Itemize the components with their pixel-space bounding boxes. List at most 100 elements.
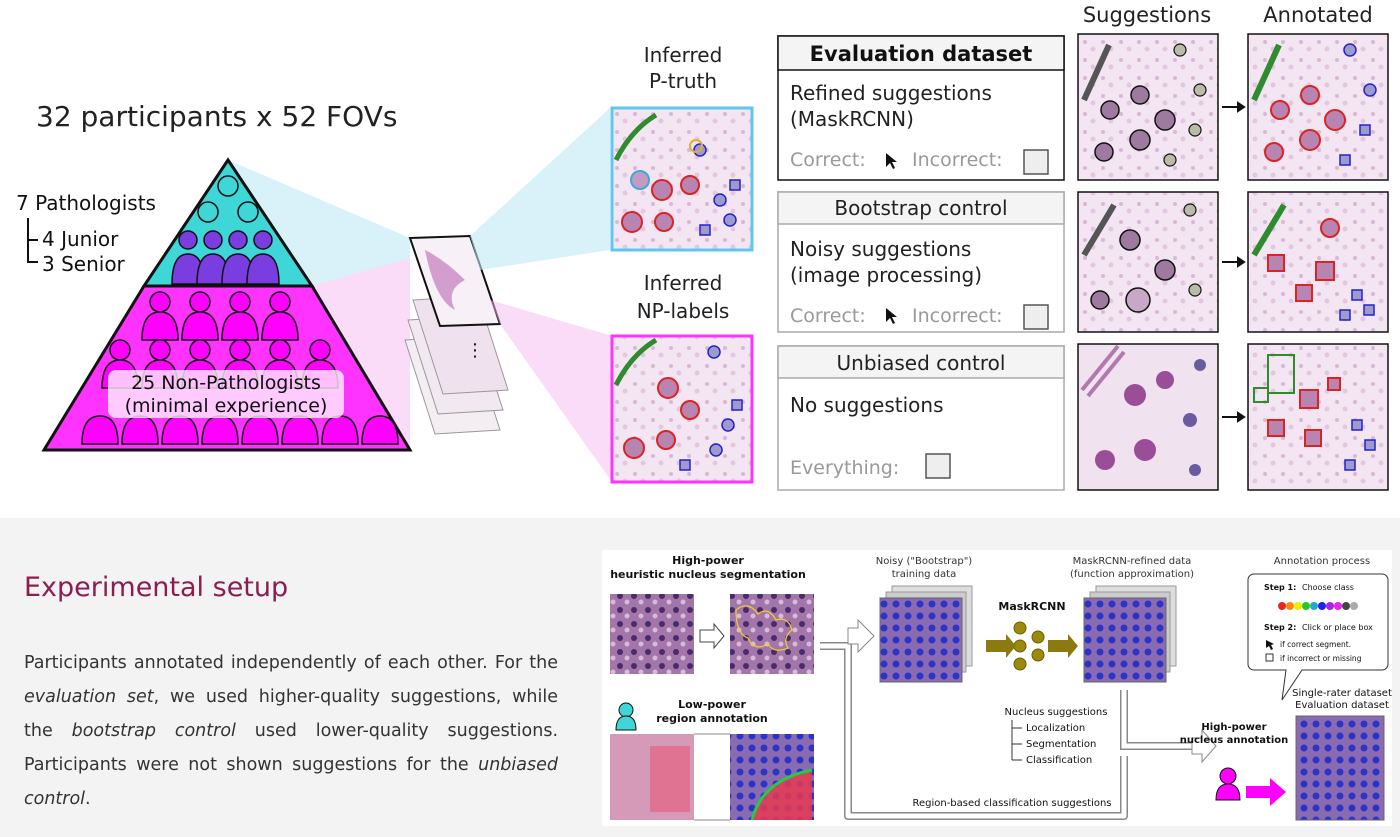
hpna-line2: nucleus annotation bbox=[1180, 735, 1289, 746]
body-text: used lower-quality suggestions. Particip… bbox=[24, 721, 559, 775]
lp-title-line2: region annotation bbox=[656, 712, 768, 725]
refined-title-line1: MaskRCNN-refined data bbox=[1073, 556, 1192, 567]
unbiased-control-em: unbiased control bbox=[24, 755, 558, 809]
unbiased-line1: No suggestions bbox=[790, 393, 944, 417]
junior-label: 4 Junior bbox=[42, 227, 119, 251]
arrow-icon bbox=[1191, 728, 1217, 764]
ns-segmentation: Segmentation bbox=[1026, 739, 1096, 750]
evaluation-incorrect-label: Incorrect: bbox=[912, 149, 1003, 171]
bootstrap-correct-label: Correct: bbox=[790, 305, 866, 327]
workflow-figure: High-power heuristic nucleus segmentatio… bbox=[602, 550, 1392, 826]
hp-image-raw bbox=[610, 594, 694, 674]
row-arrows bbox=[1222, 101, 1246, 423]
bootstrap-control-box: Bootstrap control Noisy suggestions (ima… bbox=[777, 191, 1065, 333]
cursor-icon bbox=[886, 308, 897, 324]
evaluation-line2: (MaskRCNN) bbox=[790, 107, 914, 131]
ns-classification: Classification bbox=[1026, 755, 1092, 766]
arrow-icon bbox=[847, 618, 875, 654]
person-icon bbox=[618, 702, 634, 718]
ptruth-projection bbox=[470, 108, 610, 270]
suggestions-column-header: Suggestions bbox=[1083, 3, 1211, 27]
class-color-swatches bbox=[1278, 602, 1358, 610]
top-figure: 32 participants x 52 FOVs 25 Non-Patholo… bbox=[16, 3, 1389, 491]
unbiased-control-box: Unbiased control No suggestions Everythi… bbox=[777, 345, 1065, 491]
bootstrap-incorrect-label: Incorrect: bbox=[912, 305, 1003, 327]
body-text: . bbox=[85, 789, 91, 809]
evaluation-dataset-box: Evaluation dataset Refined suggestions (… bbox=[777, 35, 1065, 181]
ptruth-panel bbox=[610, 106, 754, 252]
step1-bold: Step 1: bbox=[1264, 583, 1296, 592]
if-correct-text: if correct segment. bbox=[1280, 640, 1351, 649]
junior-pathologist-icons bbox=[197, 175, 259, 223]
box-icon bbox=[925, 453, 951, 479]
annotation-callout bbox=[1247, 573, 1389, 701]
box-icon bbox=[1265, 653, 1274, 662]
workflow-svg: High-power heuristic nucleus segmentatio… bbox=[610, 554, 1392, 821]
noisy-title-line1: Noisy ("Bootstrap") bbox=[876, 556, 973, 567]
hp-title-line2: heuristic nucleus segmentation bbox=[610, 568, 806, 581]
bootstrap-control-em: bootstrap control bbox=[71, 721, 236, 741]
suggestion-panels bbox=[1077, 33, 1219, 491]
arrow-icon bbox=[986, 634, 1016, 658]
arrow-icon bbox=[699, 622, 725, 650]
annotation-process-title: Annotation process bbox=[1274, 556, 1370, 567]
maskrcnn-label: MaskRCNN bbox=[998, 600, 1065, 613]
participants-headline: 32 participants x 52 FOVs bbox=[36, 100, 397, 133]
suggestion-tree-lines bbox=[1011, 720, 1022, 761]
person-icon-body bbox=[615, 715, 637, 731]
cyan-projection bbox=[228, 160, 410, 286]
nplabels-label-line1: Inferred bbox=[644, 271, 723, 295]
box-icon bbox=[1023, 304, 1049, 330]
cursor-icon bbox=[886, 153, 897, 169]
bootstrap-control-title: Bootstrap control bbox=[834, 196, 1007, 220]
hpna-line1: High-power bbox=[1201, 722, 1266, 733]
step1-text: Choose class bbox=[1302, 583, 1354, 592]
unbiased-everything-label: Everything: bbox=[790, 457, 899, 479]
annotator-person-icon bbox=[1219, 767, 1237, 785]
annotated-panels bbox=[1247, 33, 1389, 491]
senior-label: 3 Senior bbox=[42, 252, 126, 276]
output-title-line2: Evaluation dataset bbox=[1295, 700, 1389, 711]
bootstrap-line1: Noisy suggestions bbox=[790, 237, 971, 261]
nonpathologist-label-line2: (minimal experience) bbox=[125, 395, 328, 417]
bootstrap-line2: (image processing) bbox=[790, 263, 982, 287]
ptruth-label-line2: P-truth bbox=[649, 69, 717, 93]
refined-image bbox=[1083, 597, 1167, 683]
nplabels-panel bbox=[610, 334, 754, 484]
evaluation-set-em: evaluation set bbox=[24, 687, 154, 707]
ptruth-label-line1: Inferred bbox=[644, 43, 723, 67]
neural-network-icon bbox=[1013, 621, 1045, 671]
ns-localization: Localization bbox=[1026, 723, 1085, 734]
arrow-icon bbox=[1048, 634, 1078, 658]
nplabels-label-line2: NP-labels bbox=[637, 299, 730, 323]
pathologist-tree-lines bbox=[27, 218, 38, 263]
box-icon bbox=[1023, 149, 1049, 175]
step2-bold: Step 2: bbox=[1264, 623, 1296, 632]
section-title: Experimental setup bbox=[24, 572, 289, 603]
lp-title-line1: Low-power bbox=[678, 698, 746, 711]
annotated-column-header: Annotated bbox=[1263, 3, 1372, 27]
evaluation-line1: Refined suggestions bbox=[790, 81, 992, 105]
unbiased-control-title: Unbiased control bbox=[837, 351, 1006, 375]
if-incorrect-text: if incorrect or missing bbox=[1280, 654, 1362, 663]
slide-stack: ⋮ bbox=[404, 234, 509, 435]
noisy-title-line2: training data bbox=[892, 569, 956, 580]
hp-title-line1: High-power bbox=[672, 554, 744, 567]
arrow-icon bbox=[1246, 778, 1286, 806]
senior-pathologist-icons bbox=[171, 230, 280, 285]
section-body: Participants annotated independently of … bbox=[24, 646, 558, 816]
body-text: Participants annotated independently of … bbox=[24, 653, 558, 673]
noisy-training-image bbox=[879, 597, 963, 683]
region-suggestions-label: Region-based classification suggestions bbox=[912, 798, 1111, 809]
pathologists-label: 7 Pathologists bbox=[16, 191, 156, 215]
step2-text: Click or place box bbox=[1302, 623, 1373, 632]
hp-image-segmented bbox=[730, 594, 814, 674]
magenta-projection bbox=[312, 258, 410, 450]
nplabels-projection bbox=[490, 300, 612, 482]
study-design-figure: 32 participants x 52 FOVs 25 Non-Patholo… bbox=[16, 3, 1389, 491]
more-slides-ellipsis: ⋮ bbox=[466, 340, 484, 361]
body-text: , we used higher-quality suggestions, wh… bbox=[24, 687, 558, 741]
nonpathologist-label-bg bbox=[108, 370, 344, 418]
nucleus-suggestions-title: Nucleus suggestions bbox=[1005, 707, 1108, 718]
output-title-line1: Single-rater dataset bbox=[1292, 688, 1392, 699]
